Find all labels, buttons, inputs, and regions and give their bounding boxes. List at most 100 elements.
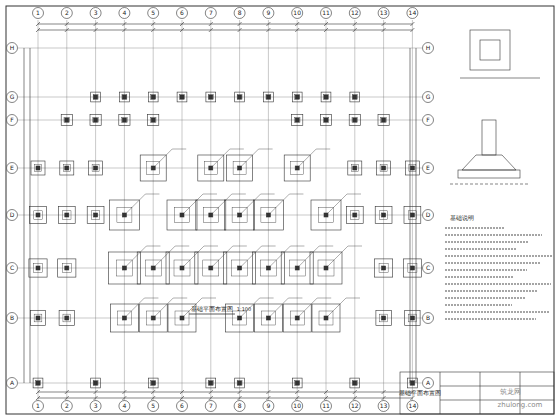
footing [91,92,101,102]
axis-bubble [423,210,434,221]
axis-line [412,20,413,403]
detail-drawing [450,30,540,184]
axis-number: C [10,265,14,271]
axis-line [18,318,422,319]
footing [405,310,420,325]
axis-number: 7 [209,403,213,409]
dimension-tick [410,28,414,32]
column [65,213,69,217]
footing [321,92,331,102]
leader-line [260,298,274,299]
column [238,166,242,170]
dimension-tick [382,28,386,32]
footing-step [150,117,156,123]
leader-line [155,149,172,166]
note-line [445,269,527,271]
footing [60,161,74,175]
leader-line [242,194,261,213]
dimension-tick [36,396,40,400]
dimension-tick [209,396,213,400]
axis-number: A [426,380,430,386]
column [151,381,155,385]
leader-line [270,194,289,213]
column [151,166,155,170]
footing [404,207,421,224]
column [382,166,386,170]
dimension-tick [65,22,69,26]
dimension-line [24,48,25,383]
leader-line [233,246,247,247]
axis-bubble [90,8,101,19]
column [295,118,299,122]
axis-bubble [349,8,360,19]
footing [87,207,104,224]
footing [29,259,47,277]
column [180,266,184,270]
leader-line [155,246,175,266]
leader-line [184,246,204,266]
footing [346,207,363,224]
axis-number: 7 [209,10,213,16]
axis-number: 4 [122,403,126,409]
column [353,166,357,170]
dimension-tick [209,22,213,26]
axis-number: 3 [94,403,98,409]
axis-number: B [10,315,14,321]
axis-number: 1 [36,10,40,16]
leader-line [184,194,203,213]
footing-step [64,117,70,123]
dimension-tick [324,22,328,26]
footing-step [62,263,71,272]
axis-bubble [119,401,130,412]
footing [235,378,245,388]
column [238,95,242,99]
dimension-tick [238,390,242,394]
axis-number: 5 [151,10,155,16]
leader-line [126,298,144,316]
column [410,316,414,320]
footing [33,378,43,388]
leader-line [290,246,304,247]
footing-step [380,314,388,322]
axis-line [18,168,422,169]
footing [61,114,72,125]
footing [148,114,159,125]
axis-line [18,268,422,269]
column [209,381,213,385]
note-text: 1:100 [237,307,251,312]
dimension-tick [65,396,69,400]
dimension-tick [122,22,126,26]
column [94,118,98,122]
axis-bubble [263,8,274,19]
dimension-tick [180,28,184,32]
leader-line [213,194,232,213]
footing [292,114,303,125]
leader-line [230,149,244,150]
axis-bubble [423,43,434,54]
footing [148,378,158,388]
axis-bubble [205,401,216,412]
axis-bubble [234,401,245,412]
note-line [445,248,516,250]
leader-line [261,194,275,195]
column [353,118,357,122]
title-underline [189,314,235,315]
footing-step [63,165,70,172]
dimension-tick [151,22,155,26]
axis-number: 10 [293,403,301,409]
footing-step [122,95,127,100]
axis-line [38,20,39,403]
dimension-tick [353,396,357,400]
column [295,266,299,270]
leader-line [146,246,160,247]
leader-line [316,149,330,150]
axis-bubble [423,263,434,274]
footing-step [379,211,387,219]
axis-bubble [7,210,18,221]
column [410,266,414,270]
footing [376,310,391,325]
dimension-line [38,30,412,31]
axis-number: H [10,45,15,51]
note-line [445,241,529,243]
dimension-tick [151,390,155,394]
